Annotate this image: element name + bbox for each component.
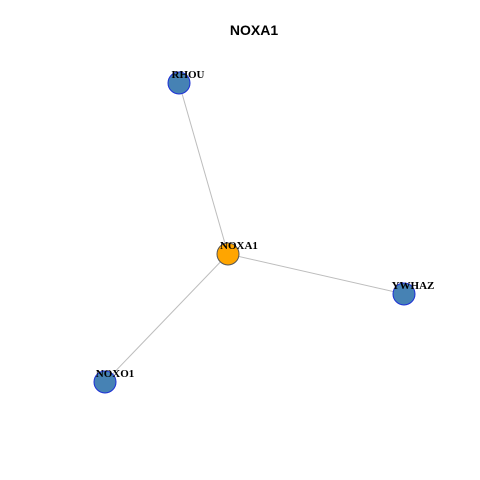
node-label-noxa1: NOXA1 [220,240,258,252]
node-noxa1[interactable] [216,242,240,266]
labels-layer: RHOU YWHAZ NOXO1 NOXA1 [96,69,435,380]
edge-noxa1-ywhaz [227,253,405,295]
diagram-title: NOXA1 [230,22,278,38]
edges-layer [104,82,405,383]
node-ywhaz[interactable] [392,282,416,306]
node-noxo1[interactable] [93,370,117,394]
edge-noxa1-rhou [178,82,229,255]
node-rhou[interactable] [167,71,191,95]
node-label-noxo1: NOXO1 [96,368,135,380]
edge-noxa1-noxo1 [104,253,229,383]
node-label-rhou: RHOU [172,69,205,81]
node-label-ywhaz: YWHAZ [392,280,435,292]
nodes-layer [93,71,416,394]
